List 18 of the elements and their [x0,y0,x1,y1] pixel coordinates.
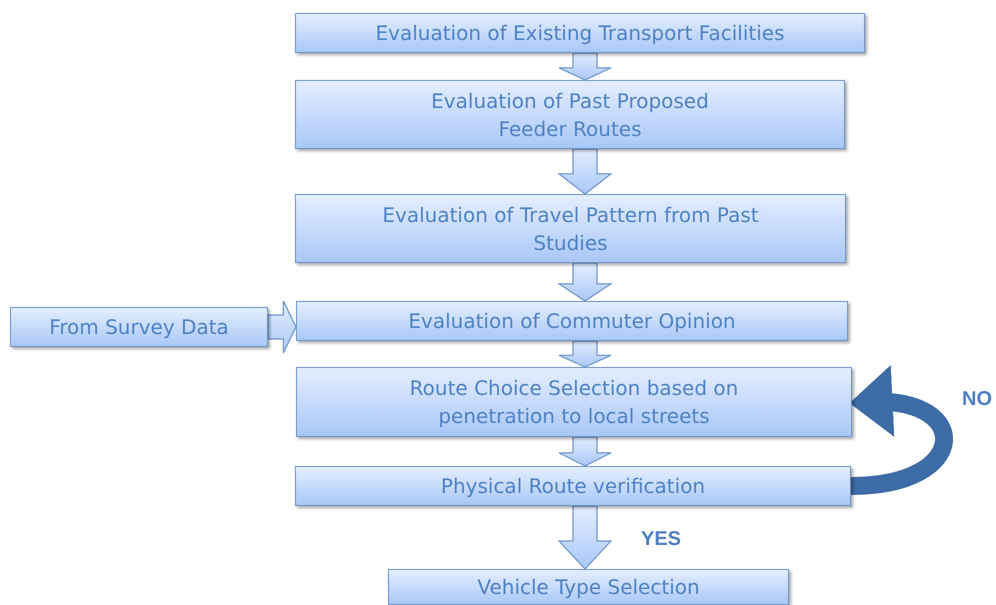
process-box: Evaluation of Existing Transport Facilities [295,13,865,53]
process-box: From Survey Data [10,307,268,347]
block-arrow [267,300,297,354]
process-box: Route Choice Selection based on penetration to local streets [296,367,852,437]
process-box: Evaluation of Travel Pattern from Past Studies [295,194,846,263]
process-box: Evaluation of Past Proposed Feeder Routes [295,80,845,149]
block-arrow [558,505,612,570]
block-arrow [558,52,612,81]
block-arrow [558,436,612,467]
block-arrow [557,148,613,195]
block-arrow [558,340,612,368]
process-box: Physical Route verification [295,466,851,506]
process-box: Vehicle Type Selection [388,569,789,605]
edge-label: NO [962,388,992,411]
block-arrow [557,262,613,302]
edge-label: YES [641,528,682,551]
curved-arrow [849,366,953,495]
process-box: Evaluation of Commuter Opinion [296,301,848,341]
